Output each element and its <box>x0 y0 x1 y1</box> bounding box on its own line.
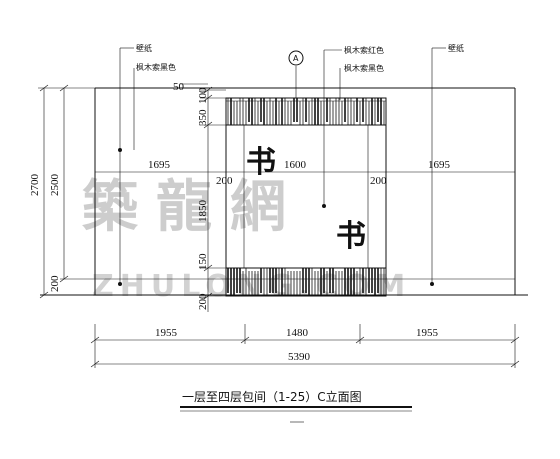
watermark-chinese: 築龍網 <box>82 175 304 240</box>
dim-width-200-left: 200 <box>216 175 233 187</box>
dim-bottom-1955-left: 1955 <box>155 327 178 339</box>
dim-bottom-200: 200 <box>197 293 209 310</box>
dim-width-1695-left: 1695 <box>148 159 171 171</box>
dim-bottom-1480: 1480 <box>286 327 309 339</box>
section-marker-circle <box>288 50 304 66</box>
dim-top-100: 100 <box>197 87 209 104</box>
dim-bottom-5390: 5390 <box>288 351 311 363</box>
dim-height-2500: 2500 <box>49 174 61 197</box>
note-wallpaper-left: 壁纸 <box>136 43 152 53</box>
leader-dot-left-lower <box>118 282 122 286</box>
drawing-title: 一层至四层包间（1-25）C立面图 <box>182 389 362 404</box>
wall-outline <box>40 87 528 296</box>
calligraphy-upper: 书 <box>246 145 276 180</box>
dim-1850: 1850 <box>197 200 209 223</box>
dim-width-200-right: 200 <box>370 175 387 187</box>
bottom-dimension-lines <box>90 324 520 368</box>
note-wallpaper-right: 壁纸 <box>448 43 464 53</box>
dim-width-1695-right: 1695 <box>428 159 451 171</box>
leader-dot-right <box>430 282 434 286</box>
dim-150: 150 <box>197 253 209 270</box>
dim-height-200: 200 <box>49 275 61 292</box>
leader-lines <box>119 47 446 282</box>
note-maple-black: 枫木索黑色 <box>344 63 384 73</box>
bottom-veneer-hatch <box>227 268 385 296</box>
dim-height-2700: 2700 <box>29 174 41 197</box>
center-vertical-dimension-lines <box>180 83 226 312</box>
calligraphy-lower: 书 <box>336 219 366 254</box>
dim-top-50: 50 <box>173 81 185 93</box>
top-veneer-hatch <box>227 98 385 125</box>
section-marker-label: A <box>293 54 299 63</box>
note-maple-black-left: 枫木索黑色 <box>136 62 176 72</box>
leader-dot-center <box>322 204 326 208</box>
dim-width-1600: 1600 <box>284 159 307 171</box>
dim-bottom-1955-right: 1955 <box>416 327 439 339</box>
dim-350: 350 <box>197 109 209 126</box>
note-maple-red: 枫木索红色 <box>344 45 384 55</box>
left-dimension-lines <box>38 84 95 299</box>
